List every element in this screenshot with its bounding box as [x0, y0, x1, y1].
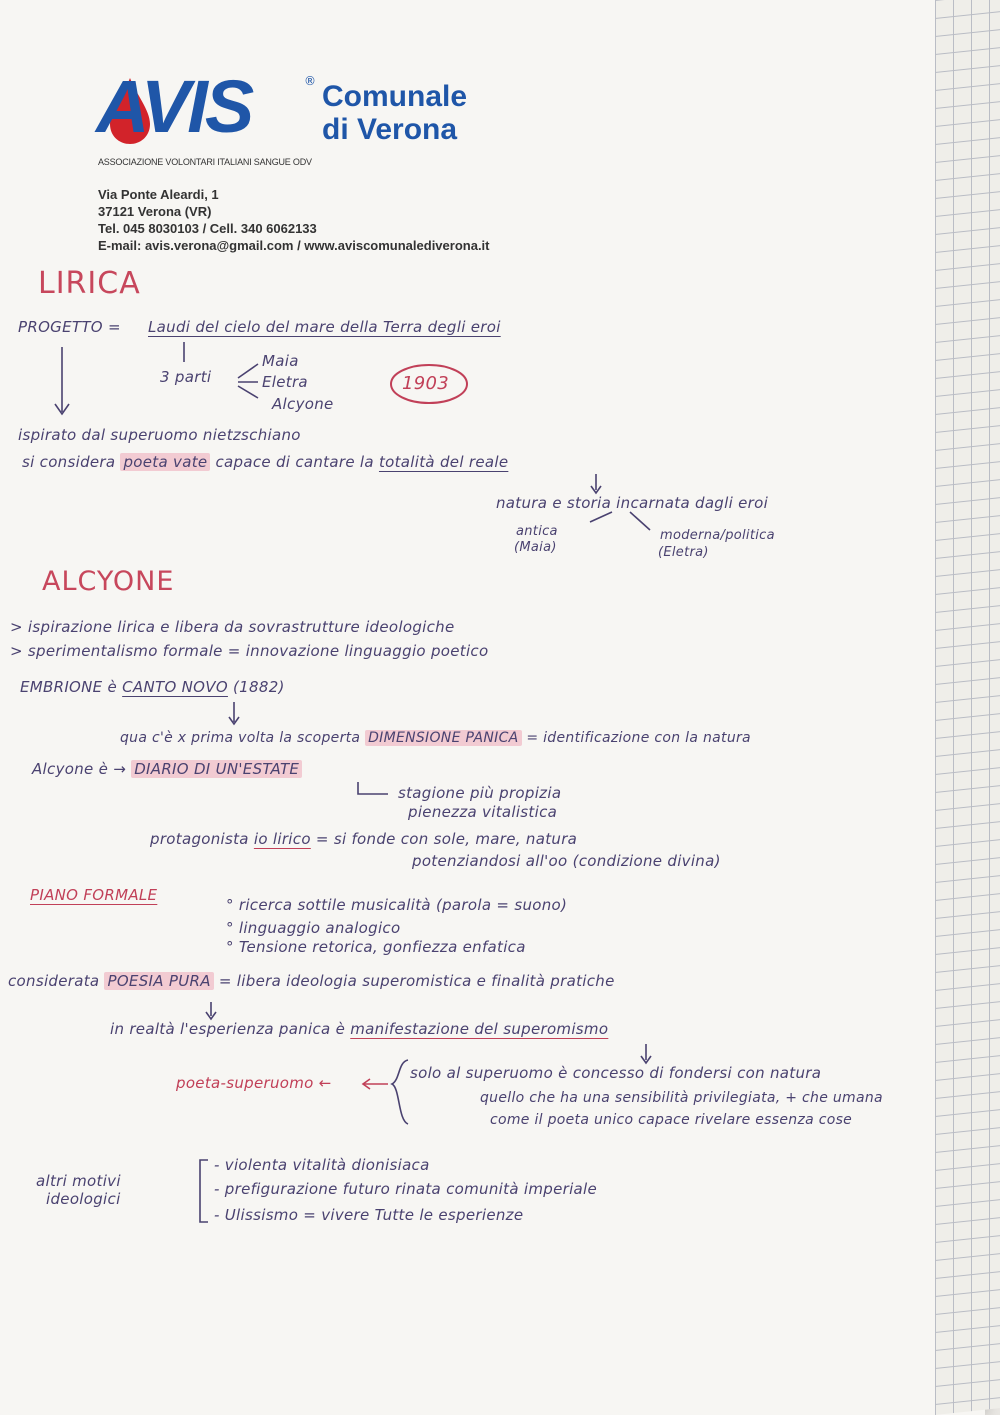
embrione-prefix: EMBRIONE è — [20, 678, 118, 696]
section-title-alcyone: ALCYONE — [42, 566, 175, 597]
solo-line-1: solo al superuomo è concesso di fondersi… — [410, 1064, 822, 1082]
blood-drop-icon — [110, 78, 150, 144]
registered-mark: ® — [304, 74, 316, 88]
diario-estate: DIARIO DI UN'ESTATE — [131, 760, 303, 778]
poesia-prefix: considerata — [8, 972, 100, 990]
poesia-pura: POESIA PURA — [104, 972, 214, 990]
ispirato-line: ispirato dal superuomo nietzschiano — [18, 426, 301, 444]
org-name-line2: di Verona — [322, 113, 458, 146]
poesia-suffix: = libera ideologia superomistica e final… — [218, 972, 615, 990]
year-1903: 1903 — [402, 373, 450, 394]
address-street: Via Ponte Aleardi, 1 — [98, 187, 219, 202]
embrione-year: (1882) — [233, 678, 285, 696]
totalita-reale: totalità del reale — [378, 453, 509, 471]
parti-label: 3 parti — [160, 368, 212, 386]
io-lirico: io lirico — [253, 830, 311, 848]
parte-maia: Maia — [262, 352, 299, 370]
protagonista-prefix: protagonista — [150, 830, 249, 848]
poesia-line: considerata POESIA PURA = libera ideolog… — [8, 972, 615, 990]
antica: antica — [516, 524, 558, 539]
natura-storia: natura e storia incarnata dagli eroi — [496, 494, 769, 512]
avis-logo: AVIS ® — [96, 65, 316, 150]
parte-eletra: Eletra — [262, 373, 308, 391]
protagonista-line-1: = si fonde con sole, mare, natura — [315, 830, 578, 848]
protagonista-line: protagonista io lirico = si fonde con so… — [150, 830, 577, 848]
altri-motivi-label-1: altri motivi — [36, 1172, 121, 1190]
realta-prefix: in realtà l'esperienza panica è — [110, 1020, 346, 1038]
association-name: ASSOCIAZIONE VOLONTARI ITALIANI SANGUE O… — [98, 157, 312, 167]
poeta-vate: poeta vate — [120, 453, 211, 471]
altri-motivi-label-2: ideologici — [46, 1190, 121, 1208]
contact-block: Via Ponte Aleardi, 1 37121 Verona (VR) T… — [98, 186, 490, 254]
email-line: E-mail: avis.verona@gmail.com / www.avis… — [98, 238, 490, 253]
considera-prefix: si considera — [22, 453, 116, 471]
avis-logo-text: AVIS — [96, 65, 254, 148]
alcyone-point-2: > sperimentalismo formale = innovazione … — [10, 642, 489, 660]
piano-formale-label: PIANO FORMALE — [30, 886, 158, 904]
motivo-item-1: - violenta vitalità dionisiaca — [214, 1156, 430, 1174]
motivo-item-2: - prefigurazione futuro rinata comunità … — [214, 1180, 598, 1198]
stagione-line-1: stagione più propizia — [398, 784, 562, 802]
progetto-title: Laudi del cielo del mare della Terra deg… — [148, 318, 501, 336]
solo-line-3: come il poeta unico capace rivelare esse… — [490, 1112, 853, 1128]
embrione-line: EMBRIONE è CANTO NOVO (1882) — [20, 678, 285, 696]
alcyone-point-1: > ispirazione lirica e libera da sovrast… — [10, 618, 455, 636]
antica-sub: (Maia) — [514, 540, 557, 555]
considera-mid: capace di cantare la — [215, 453, 374, 471]
diario-prefix: Alcyone è → — [32, 760, 127, 778]
scoperta-suffix: = identificazione con la natura — [526, 730, 751, 746]
org-name: Comunale di Verona — [322, 80, 467, 146]
dimensione-panica: DIMENSIONE PANICA — [365, 730, 522, 746]
scoperta-prefix: qua c'è x prima volta la scoperta — [120, 730, 361, 746]
piano-item-3: ° Tensione retorica, gonfiezza enfatica — [226, 938, 526, 956]
org-name-line1: Comunale — [322, 80, 468, 113]
grid-paper-edge — [935, 0, 1000, 1415]
motivo-item-3: - Ulissismo = vivere Tutte le esperienze — [214, 1206, 524, 1224]
section-title-lirica: LIRICA — [38, 266, 141, 301]
parte-alcyone: Alcyone — [272, 395, 334, 413]
solo-line-2: quello che ha una sensibilità privilegia… — [480, 1090, 883, 1106]
address-city: 37121 Verona (VR) — [98, 204, 212, 219]
diario-line: Alcyone è → DIARIO DI UN'ESTATE — [32, 760, 303, 778]
progetto-label: PROGETTO = — [18, 318, 121, 336]
canto-novo: CANTO NOVO — [122, 678, 228, 696]
moderna-sub: (Eletra) — [658, 545, 709, 560]
phone-line: Tel. 045 8030103 / Cell. 340 6062133 — [98, 221, 317, 236]
piano-item-1: ° ricerca sottile musicalità (parola = s… — [226, 896, 568, 914]
protagonista-line-2: potenziandosi all'oo (condizione divina) — [412, 852, 721, 870]
stagione-line-2: pienezza vitalistica — [408, 803, 558, 821]
piano-item-2: ° linguaggio analogico — [226, 919, 401, 937]
moderna: moderna/politica — [660, 528, 775, 543]
poeta-superuomo: poeta-superuomo ← — [176, 1074, 332, 1092]
manifestazione: manifestazione del superomismo — [350, 1020, 609, 1038]
considera-line: si considera poeta vate capace di cantar… — [22, 453, 508, 471]
realta-line: in realtà l'esperienza panica è manifest… — [110, 1020, 608, 1038]
scoperta-line: qua c'è x prima volta la scoperta DIMENS… — [120, 730, 751, 746]
